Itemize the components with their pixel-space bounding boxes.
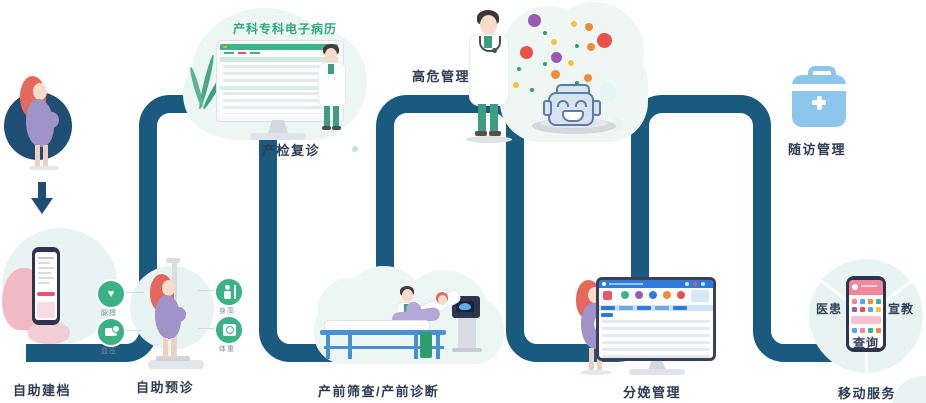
- leg: [324, 106, 330, 126]
- risk-dot: [585, 23, 593, 31]
- monitor-stand-neck: [648, 361, 666, 370]
- risk-dot: [551, 39, 557, 45]
- risk-dot: [571, 21, 577, 27]
- head: [480, 15, 497, 35]
- shoe: [332, 126, 341, 130]
- leg: [171, 338, 176, 358]
- robot-ear: [592, 100, 601, 116]
- leg: [478, 104, 486, 132]
- sector-label-doctor-patient: 医患: [816, 302, 843, 316]
- prediagnosis-woman-figure: [142, 274, 192, 362]
- stage-label-self-prediagnosis: 自助预诊: [136, 380, 195, 395]
- risk-dot: [543, 62, 547, 66]
- belly: [172, 307, 186, 322]
- risk-dot: [551, 70, 560, 79]
- monitor-stand-neck: [268, 120, 288, 134]
- ultrasound-scene: [318, 282, 490, 364]
- stage-label-delivery: 分娩管理: [623, 385, 682, 400]
- risk-dot: [575, 44, 579, 48]
- robot-icon: [543, 84, 601, 126]
- monitor-stand-base: [629, 369, 685, 375]
- ground-shadow: [30, 166, 58, 170]
- leg: [43, 145, 48, 167]
- sector-label-education: 宣教: [888, 302, 915, 316]
- risk-dot: [517, 67, 521, 71]
- mobile-app-phone-icon: [846, 276, 886, 352]
- shirt: [328, 64, 334, 74]
- leg: [333, 106, 339, 126]
- risk-dot: [513, 82, 519, 88]
- patient-head: [438, 295, 447, 305]
- patient-belly: [406, 302, 421, 317]
- weight-icon: [214, 315, 244, 345]
- stage-label-prenatal-checkup: 产检复诊: [262, 143, 321, 158]
- ground-shadow: [580, 370, 612, 375]
- stage-label-high-risk: 高危管理: [412, 69, 471, 84]
- bed-frame-rail: [320, 330, 446, 335]
- risk-dot: [528, 14, 541, 27]
- delivery-monitor: [596, 277, 716, 361]
- bed-cross-bar: [324, 346, 444, 349]
- stage-label-prenatal-screening: 产前筛查/产前诊断: [318, 384, 440, 399]
- pulse-label: 脉搏: [101, 310, 117, 317]
- robot-ear: [543, 100, 552, 116]
- ultrasound-cart: [458, 318, 476, 348]
- head: [325, 48, 337, 62]
- leg: [589, 348, 594, 370]
- risk-dot: [543, 31, 547, 35]
- highrisk-doctor-figure: [462, 10, 518, 143]
- sector-label-inquiry: 查询: [853, 336, 880, 350]
- first-aid-kit-icon: [792, 66, 846, 128]
- shoe: [489, 131, 501, 136]
- checkup-doctor-figure: [316, 44, 346, 134]
- height-label: 身高: [219, 308, 235, 315]
- hand-with-phone: [2, 240, 112, 350]
- hand-thumb: [28, 322, 70, 344]
- head: [33, 83, 47, 100]
- monitor-stand-base: [250, 133, 306, 140]
- shoe: [322, 126, 331, 130]
- shoe: [475, 131, 487, 136]
- risk-dot: [587, 43, 595, 51]
- stethoscope-icon: [479, 36, 501, 52]
- risk-dot: [568, 60, 574, 66]
- kit-body: [792, 75, 846, 127]
- pregnant-woman-figure: [16, 76, 66, 172]
- phone-action-button: [37, 292, 55, 296]
- phone-icon: [32, 247, 60, 325]
- risk-dot: [551, 52, 562, 63]
- robot-eye: [575, 100, 587, 107]
- stage-label-mobile-service: 移动服务: [838, 386, 897, 401]
- head: [162, 280, 175, 296]
- risk-dot: [575, 81, 579, 85]
- leg: [35, 145, 40, 167]
- pulse-icon: ♥: [96, 279, 126, 309]
- belly: [44, 112, 59, 128]
- blood-pressure-icon: [96, 317, 126, 347]
- decor-dot: [352, 146, 358, 152]
- kit-handle: [808, 66, 836, 81]
- step-stool: [420, 332, 432, 358]
- mobile-app-screen: [849, 280, 883, 348]
- leg: [490, 104, 498, 132]
- robot-eye: [557, 100, 569, 107]
- stage-label-follow-up: 随访管理: [788, 142, 847, 157]
- risk-dot: [584, 74, 592, 82]
- ground-shadow: [466, 136, 512, 143]
- height-icon: [214, 277, 244, 307]
- leg: [163, 338, 168, 358]
- blood-pressure-label: 血压: [101, 348, 117, 355]
- decor-blob: [611, 118, 622, 131]
- robot-mouth: [562, 110, 584, 122]
- risk-dot: [597, 33, 612, 48]
- stage-label-self-registration: 自助建档: [13, 383, 72, 398]
- weight-label: 体重: [219, 346, 235, 353]
- delivery-screen: [599, 280, 713, 358]
- down-arrow-icon: [31, 182, 53, 216]
- risk-dot: [520, 46, 533, 59]
- risk-dot: [530, 88, 534, 92]
- emr-screen-title: 产科专科电子病历: [233, 22, 338, 36]
